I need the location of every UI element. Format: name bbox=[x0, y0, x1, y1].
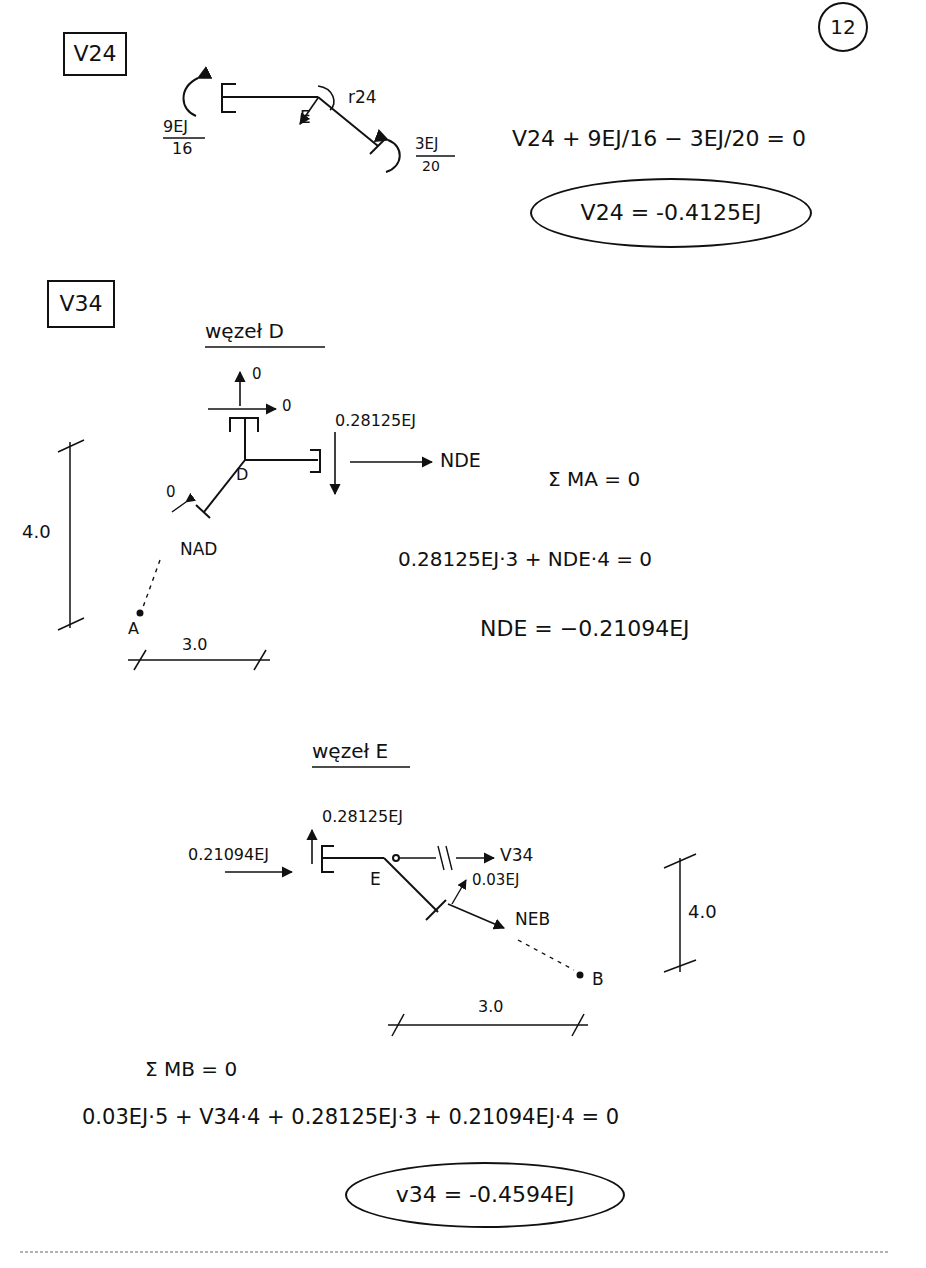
annotation: 0 bbox=[282, 398, 292, 415]
annotation: 0.03EJ·5 + V34·4 + 0.28125EJ·3 + 0.21094… bbox=[82, 1105, 619, 1129]
annotation: V24 + 9EJ/16 − 3EJ/20 = 0 bbox=[512, 126, 806, 151]
annotation: D bbox=[236, 466, 248, 484]
annotation: 3.0 bbox=[478, 998, 503, 1016]
annotation: 9EJ bbox=[163, 118, 188, 136]
annotation: NAD bbox=[180, 540, 217, 560]
annotation: 4.0 bbox=[688, 902, 717, 923]
annotation: NDE bbox=[440, 450, 481, 472]
annotation: E bbox=[300, 108, 311, 128]
annotation: V34 bbox=[500, 846, 533, 866]
annotation: r24 bbox=[348, 88, 377, 108]
node-text: V24 bbox=[73, 41, 116, 66]
node-text: v34 = -0.4594EJ bbox=[396, 1182, 575, 1207]
node-text: V34 bbox=[59, 291, 102, 316]
page-number: 12 bbox=[818, 2, 868, 52]
annotation: 0.28125EJ·3 + NDE·4 = 0 bbox=[398, 548, 652, 571]
annotation: 0.28125EJ bbox=[335, 412, 416, 430]
section-box: V24 bbox=[63, 32, 127, 76]
annotation: 16 bbox=[172, 140, 192, 158]
annotation: węzeł D bbox=[205, 320, 284, 343]
result-oval: V24 = -0.4125EJ bbox=[530, 178, 812, 248]
result-oval: v34 = -0.4594EJ bbox=[345, 1162, 625, 1228]
section-box: V34 bbox=[47, 280, 115, 328]
annotation: 0.03EJ bbox=[472, 872, 519, 889]
annotation: Σ MA = 0 bbox=[548, 468, 640, 491]
annotation: A bbox=[128, 620, 139, 638]
annotation: węzeł E bbox=[312, 740, 388, 763]
node-text: 12 bbox=[830, 16, 855, 39]
annotation: 0 bbox=[252, 366, 262, 383]
annotation: NEB bbox=[515, 910, 550, 930]
annotation: 3.0 bbox=[182, 636, 207, 654]
annotation: Σ MB = 0 bbox=[145, 1058, 237, 1081]
annotation: 0.28125EJ bbox=[322, 808, 403, 826]
annotation: E bbox=[370, 870, 381, 890]
annotation: 4.0 bbox=[22, 522, 51, 543]
annotation: NDE = −0.21094EJ bbox=[480, 616, 690, 641]
annotation: 0.21094EJ bbox=[188, 846, 269, 864]
annotation: B bbox=[592, 970, 604, 990]
annotation: 3EJ bbox=[415, 136, 438, 153]
node-text: V24 = -0.4125EJ bbox=[581, 200, 762, 225]
annotation: 0 bbox=[166, 484, 176, 501]
annotation: 20 bbox=[422, 158, 440, 174]
